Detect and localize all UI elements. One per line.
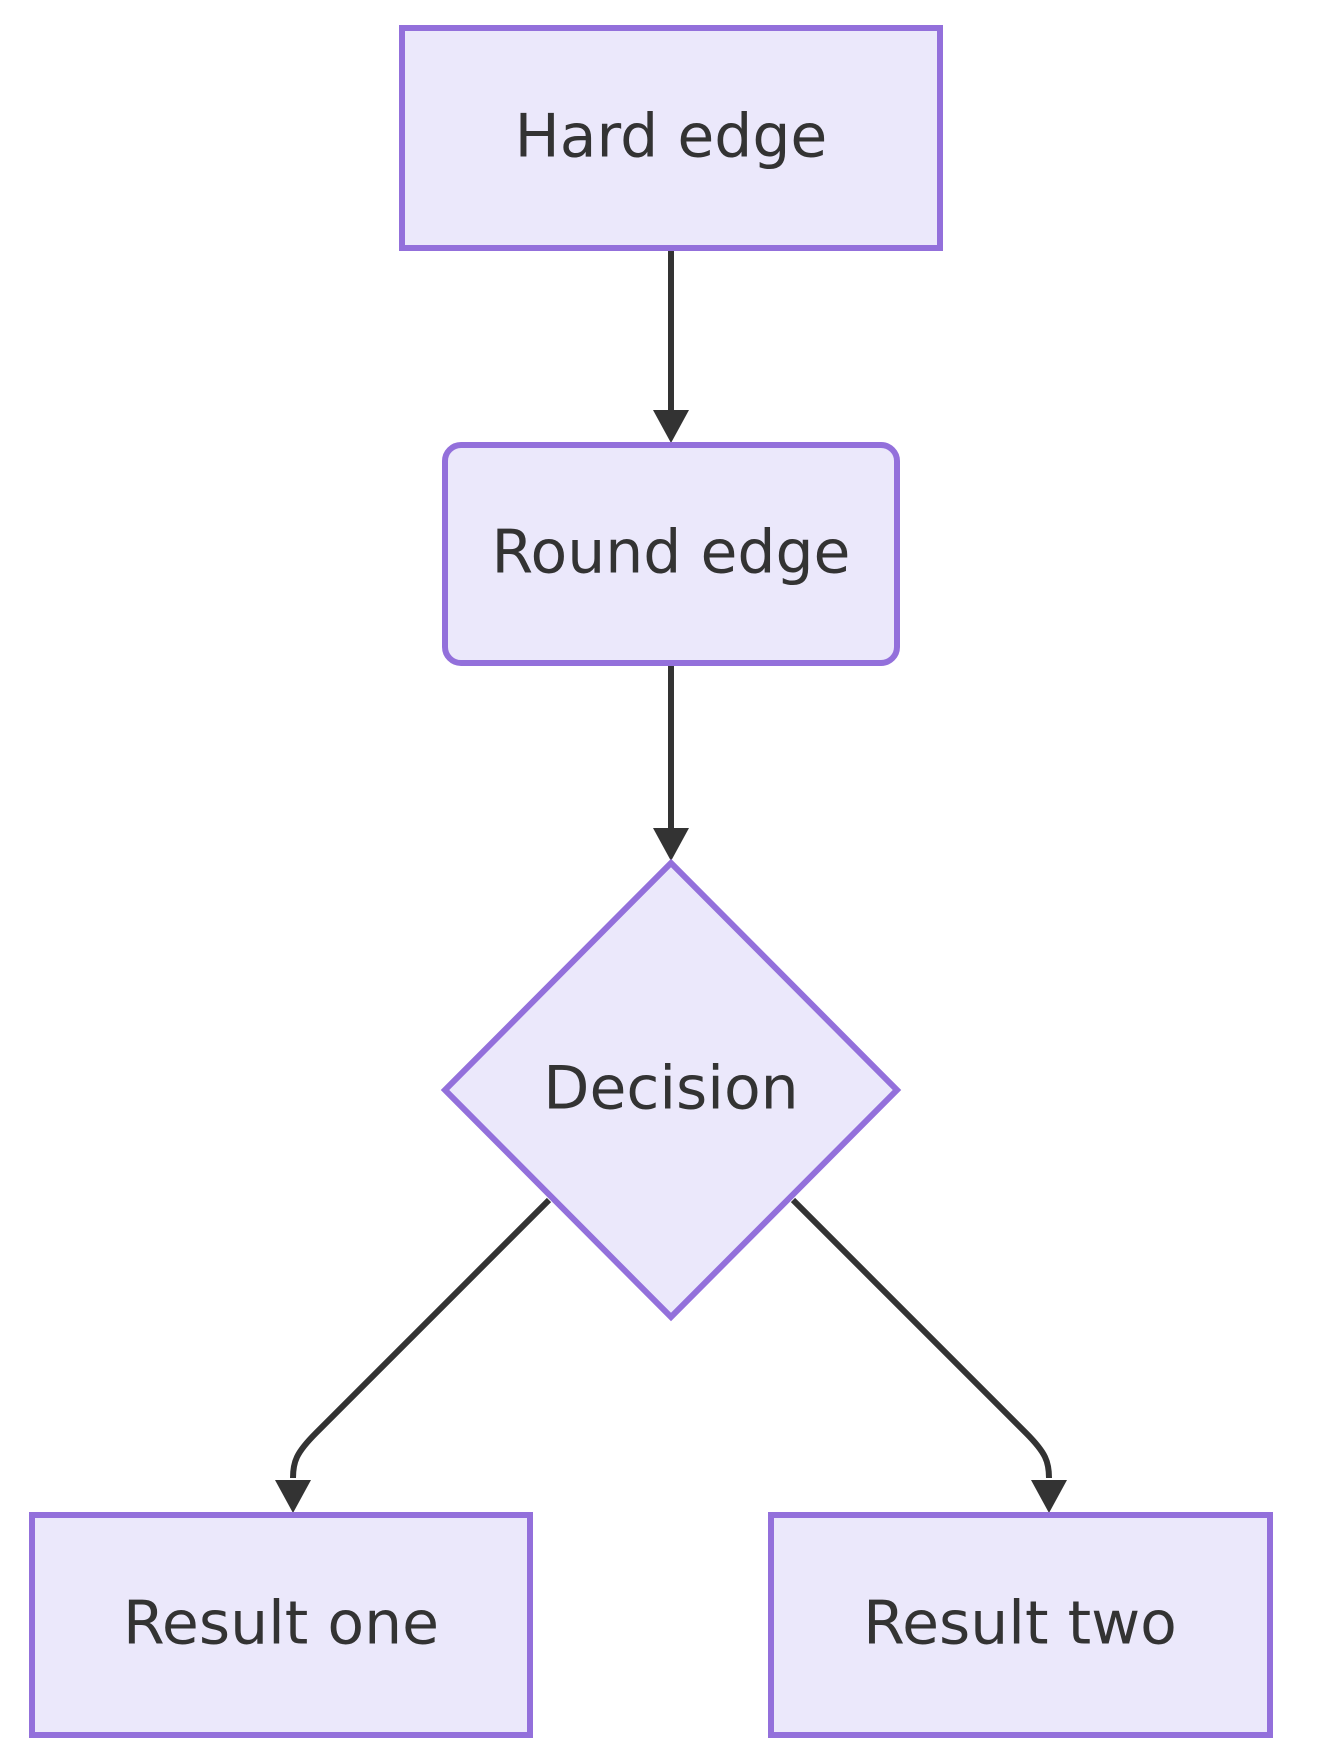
node-result-two-rect[interactable] — [768, 1512, 1273, 1738]
node-layer: Hard edge Round edge Decision Result one… — [29, 25, 1273, 1738]
edge-decision-to-result-one-arrowhead — [275, 1480, 311, 1513]
edge-decision-to-result-two-arrowhead — [1031, 1480, 1067, 1513]
node-result-two-label: Result two — [863, 1589, 1177, 1659]
edge-round-to-decision[interactable] — [653, 663, 689, 861]
node-decision-diamond[interactable] — [440, 858, 902, 1322]
node-result-one[interactable]: Result one — [29, 1512, 533, 1738]
edge-decision-to-result-two[interactable] — [790, 1197, 1067, 1513]
node-round-edge-rect[interactable] — [442, 442, 900, 666]
node-round-edge[interactable]: Round edge — [442, 442, 900, 666]
node-round-edge-label: Round edge — [492, 518, 851, 588]
edge-layer — [275, 248, 1067, 1513]
edge-decision-to-result-two-line — [790, 1197, 1052, 1479]
node-result-one-rect[interactable] — [29, 1512, 533, 1738]
edge-hard-to-round[interactable] — [653, 248, 689, 443]
node-hard-edge[interactable]: Hard edge — [399, 25, 943, 251]
edge-hard-to-round-arrowhead — [653, 410, 689, 443]
node-decision[interactable]: Decision — [440, 858, 902, 1322]
node-decision-label: Decision — [543, 1054, 798, 1124]
edge-round-to-decision-arrowhead — [653, 828, 689, 861]
node-hard-edge-label: Hard edge — [515, 102, 828, 172]
edge-decision-to-result-one-line — [290, 1197, 552, 1479]
edge-decision-to-result-one[interactable] — [275, 1197, 552, 1513]
node-result-one-label: Result one — [123, 1589, 439, 1659]
node-result-two[interactable]: Result two — [768, 1512, 1273, 1738]
node-hard-edge-rect[interactable] — [399, 25, 943, 251]
